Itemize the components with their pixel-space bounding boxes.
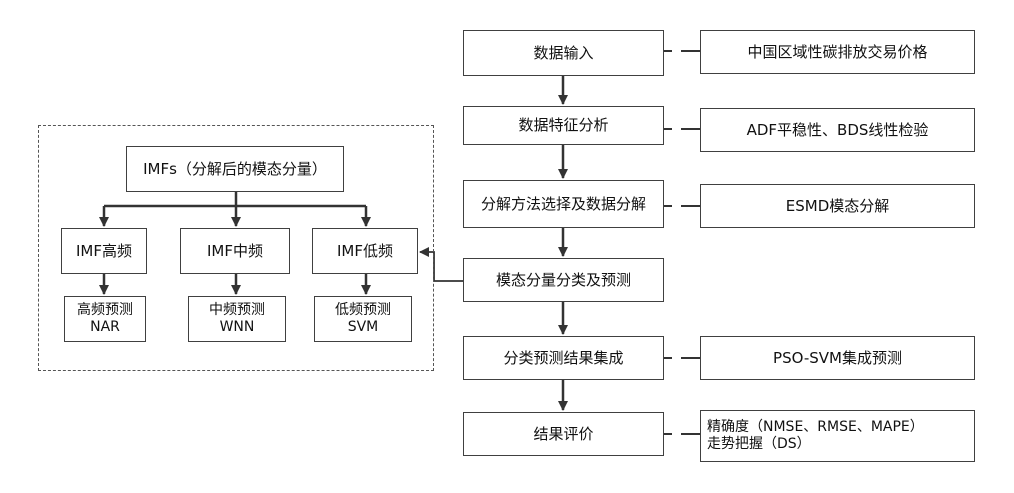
step-decomposition: 分解方法选择及数据分解 (463, 180, 664, 228)
detail-esmd: ESMD模态分解 (700, 184, 975, 228)
method-wnn-title: 中频预测 (209, 301, 265, 318)
arrow-step4-to-imf-low (419, 247, 463, 282)
detail-trend-line: 走势把握（DS） (707, 436, 811, 452)
step-integration: 分类预测结果集成 (463, 336, 664, 380)
method-nar-title: 高频预测 (77, 301, 133, 318)
step-data-input: 数据输入 (463, 30, 664, 76)
detail-accuracy-line: 精确度（NMSE、RMSE、MAPE） (707, 418, 924, 435)
imf-root: IMFs（分解后的模态分量） (126, 146, 344, 192)
detail-pso-svm: PSO-SVM集成预测 (700, 336, 975, 380)
method-svm-name: SVM (347, 319, 379, 335)
step-evaluation: 结果评价 (463, 412, 664, 456)
detail-evaluation-metrics: 精确度（NMSE、RMSE、MAPE） 走势把握（DS） (700, 410, 975, 462)
method-wnn-name: WNN (219, 319, 255, 335)
method-nar-name: NAR (90, 319, 120, 335)
method-nar: 高频预测 NAR (64, 296, 146, 342)
method-svm-title: 低频预测 (335, 301, 391, 318)
imf-mid-band: IMF中频 (180, 228, 290, 274)
step-classify-predict: 模态分量分类及预测 (463, 258, 664, 302)
detail-stationarity-test: ADF平稳性、BDS线性检验 (700, 108, 975, 152)
imf-high-band: IMF高频 (61, 228, 147, 274)
method-wnn: 中频预测 WNN (188, 296, 286, 342)
step-feature-analysis: 数据特征分析 (463, 106, 664, 145)
imf-low-band: IMF低频 (312, 228, 418, 274)
imf-panel-frame (38, 125, 434, 371)
detail-dash-connectors (664, 50, 700, 435)
method-svm: 低频预测 SVM (314, 296, 412, 342)
detail-carbon-price: 中国区域性碳排放交易价格 (700, 30, 975, 74)
